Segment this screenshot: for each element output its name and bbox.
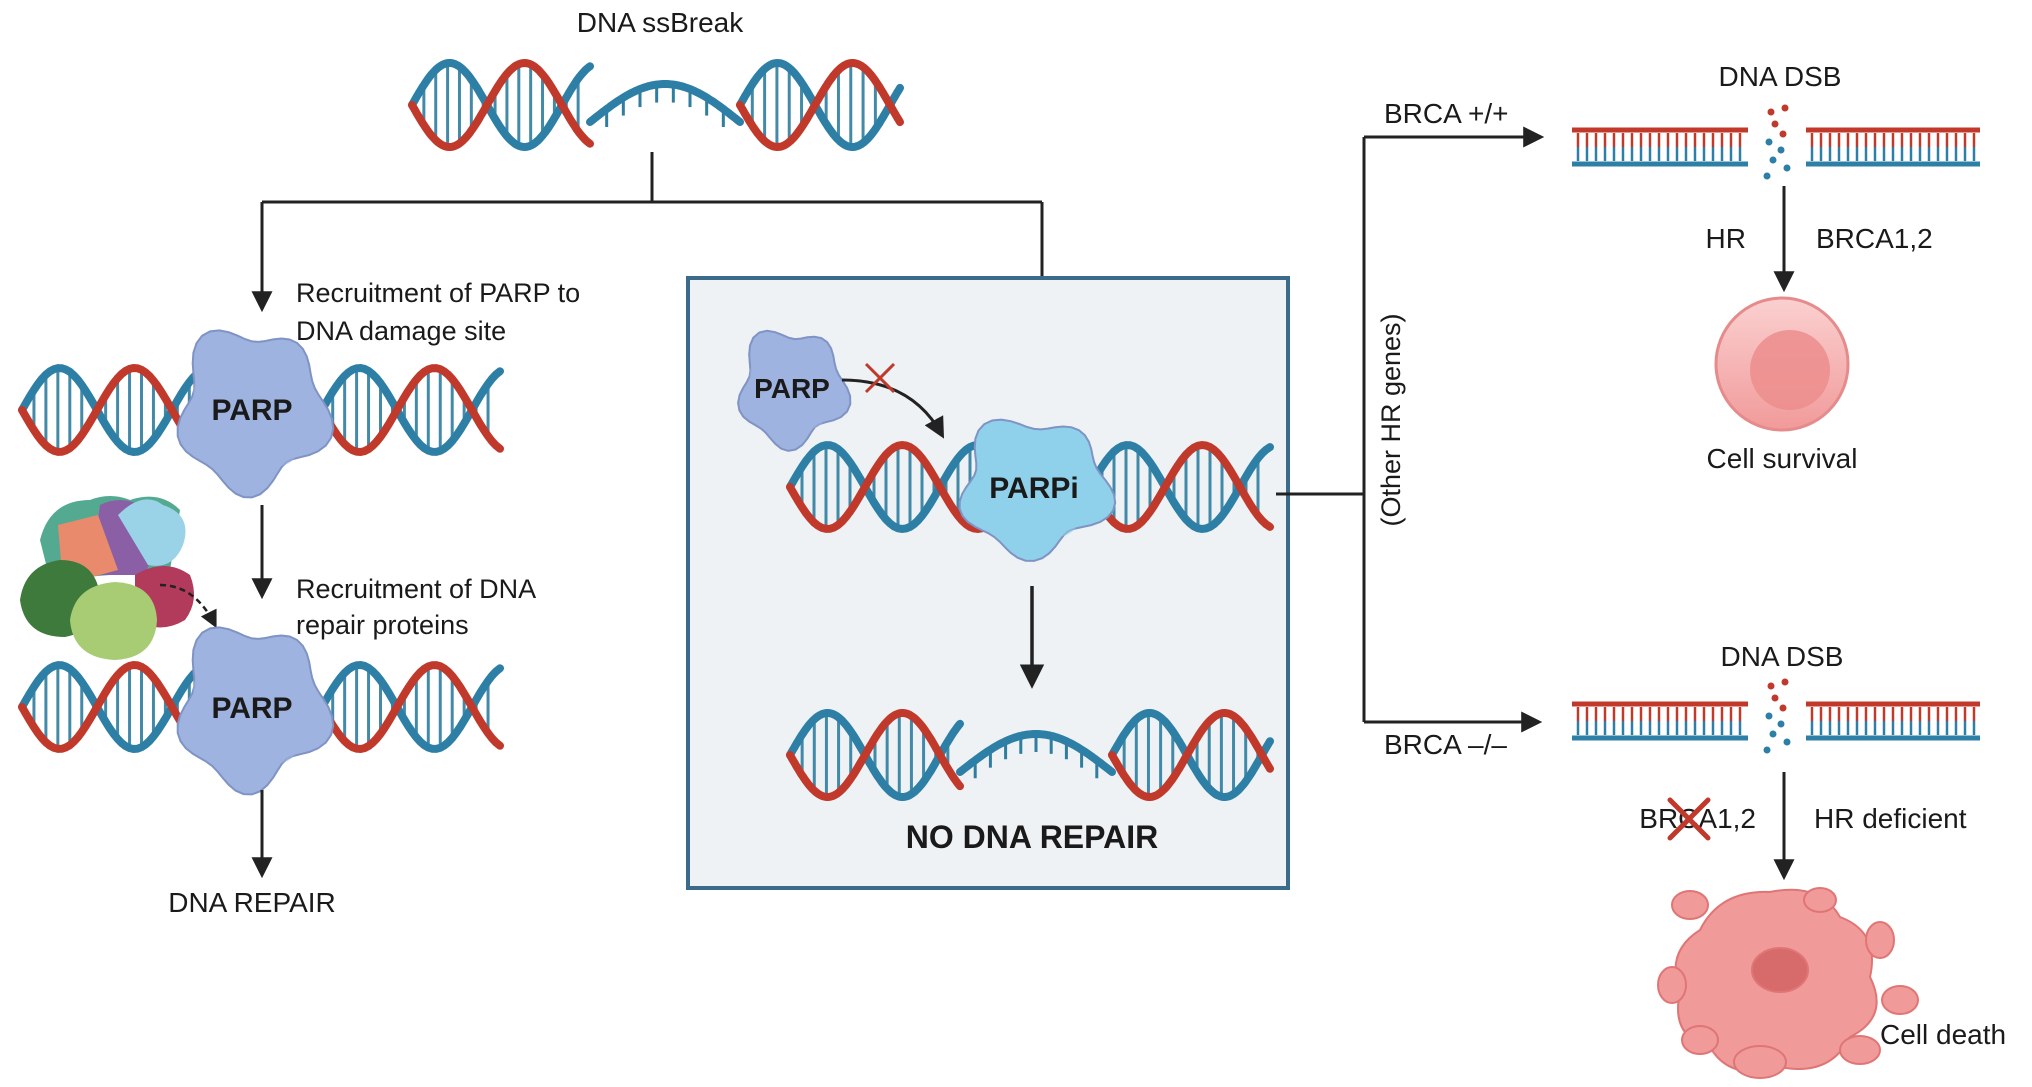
dsb-ladder-lower (1572, 678, 1980, 754)
brca-pos-label: BRCA +/+ (1384, 98, 1509, 129)
hr-label: HR (1706, 223, 1746, 254)
parp-blob-1: PARP (176, 329, 335, 499)
brca12-label: BRCA1,2 (1816, 223, 1933, 254)
dsb-ladder-upper (1572, 104, 1980, 180)
hr-deficient-label: HR deficient (1814, 803, 1967, 834)
repair-protein-cluster (20, 496, 217, 660)
parp-label-2: PARP (211, 692, 292, 725)
parpi-blob: PARPi (958, 418, 1117, 562)
surviving-cell (1714, 296, 1850, 432)
brca-cross-icon (1667, 797, 1711, 841)
parpi-label: PARPi (989, 472, 1078, 505)
dna-repair-label: DNA REPAIR (168, 887, 336, 918)
recruit-parp-label-1: Recruitment of PARP to (296, 278, 580, 308)
parp-label-3: PARP (754, 373, 830, 404)
parp-blob-free: PARP (737, 329, 852, 452)
brca-neg-label: BRCA –/– (1384, 729, 1507, 760)
recruit-repair-label-2: repair proteins (296, 610, 469, 640)
recruit-parp-label-2: DNA damage site (296, 316, 506, 346)
dying-cell (1657, 887, 1919, 1079)
other-hr-genes-label: (Other HR genes) (1376, 313, 1406, 526)
no-dna-repair-label: NO DNA REPAIR (906, 819, 1158, 855)
branch-connector (1276, 126, 1545, 733)
ss-break-label: DNA ssBreak (577, 7, 744, 38)
recruit-repair-label-1: Recruitment of DNA (296, 574, 536, 604)
dna-ssbreak-helix (408, 58, 904, 152)
dsb-label-upper: DNA DSB (1719, 61, 1842, 92)
cell-death-label: Cell death (1880, 1019, 2006, 1050)
cross-mark-icon (864, 362, 896, 394)
dsb-label-lower: DNA DSB (1721, 641, 1844, 672)
dna-helix-no-repair (786, 709, 1274, 801)
parp-blob-2: PARP (176, 626, 335, 796)
blocked-binding-arrow (841, 362, 945, 439)
cell-survival-label: Cell survival (1707, 443, 1858, 474)
parp-label-1: PARP (211, 394, 292, 427)
